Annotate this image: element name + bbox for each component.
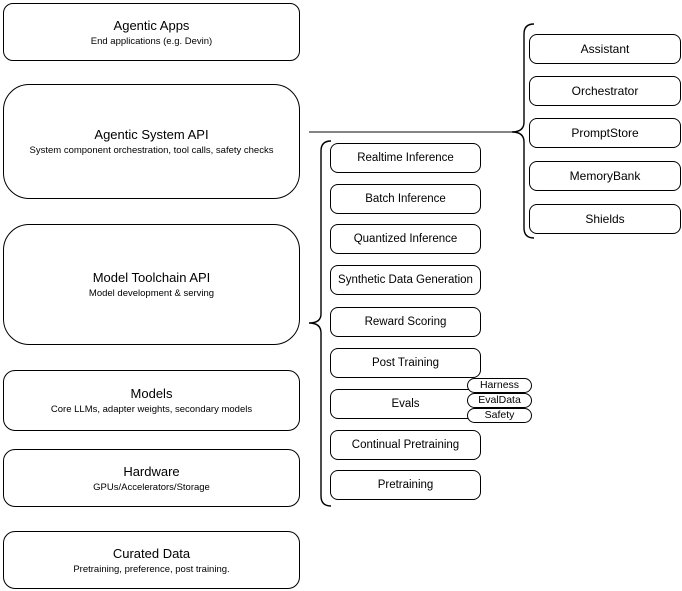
toolchain-item-synthetic-data-generation: Synthetic Data Generation — [330, 265, 481, 295]
toolchain-item-label: Quantized Inference — [353, 233, 458, 245]
toolchain-group-brace — [308, 140, 332, 507]
toolchain-item-quantized-inference: Quantized Inference — [330, 224, 481, 254]
component-promptstore: PromptStore — [529, 118, 681, 148]
component-label: PromptStore — [571, 126, 639, 140]
toolchain-item-post-training: Post Training — [330, 348, 481, 378]
component-shields: Shields — [529, 204, 681, 234]
eval-tag-label: EvalData — [478, 394, 521, 406]
component-label: MemoryBank — [569, 169, 641, 183]
eval-tag-harness: Harness — [467, 378, 532, 393]
toolchain-item-batch-inference: Batch Inference — [330, 184, 481, 214]
component-label: Shields — [585, 212, 625, 226]
box-subtitle: System component orchestration, tool cal… — [29, 145, 274, 156]
toolchain-item-label: Post Training — [371, 357, 440, 369]
toolchain-item-label: Reward Scoring — [364, 316, 447, 328]
toolchain-item-label: Pretraining — [377, 479, 434, 491]
box-subtitle: Pretraining, preference, post training. — [73, 563, 230, 575]
component-assistant: Assistant — [529, 34, 681, 64]
box-subtitle: End applications (e.g. Devin) — [90, 35, 213, 47]
box-hardware: Hardware GPUs/Accelerators/Storage — [3, 449, 300, 507]
toolchain-item-label: Batch Inference — [365, 193, 446, 205]
eval-tag-label: Harness — [479, 379, 520, 391]
box-title: Agentic Apps — [113, 17, 190, 33]
box-agentic-apps: Agentic Apps End applications (e.g. Devi… — [3, 3, 300, 61]
eval-tag-safety: Safety — [467, 408, 532, 423]
box-title: Models — [130, 386, 173, 401]
toolchain-item-label: Realtime Inference — [357, 152, 454, 164]
box-subtitle: Model development & serving — [88, 288, 215, 299]
toolchain-item-evals: Evals — [330, 389, 481, 419]
box-title: Hardware — [123, 463, 180, 479]
toolchain-item-label: Continual Pretraining — [351, 439, 460, 451]
box-subtitle: Core LLMs, adapter weights, secondary mo… — [50, 404, 253, 415]
toolchain-item-label: Synthetic Data Generation — [338, 274, 473, 286]
component-label: Assistant — [580, 42, 630, 56]
toolchain-item-reward-scoring: Reward Scoring — [330, 307, 481, 337]
box-models: Models Core LLMs, adapter weights, secon… — [3, 370, 300, 431]
eval-tag-label: Safety — [484, 409, 515, 421]
toolchain-item-label: Evals — [391, 398, 420, 410]
box-subtitle: GPUs/Accelerators/Storage — [93, 481, 210, 493]
component-label: Orchestrator — [571, 84, 639, 98]
box-curated-data: Curated Data Pretraining, preference, po… — [3, 531, 300, 589]
box-title: Curated Data — [112, 545, 191, 561]
box-title: Model Toolchain API — [92, 270, 211, 285]
toolchain-item-realtime-inference: Realtime Inference — [330, 143, 481, 173]
components-group-brace — [511, 23, 535, 239]
component-memorybank: MemoryBank — [529, 161, 681, 191]
eval-tag-evaldata: EvalData — [467, 393, 532, 408]
toolchain-item-pretraining: Pretraining — [330, 470, 481, 500]
toolchain-item-continual-pretraining: Continual Pretraining — [330, 430, 481, 460]
box-model-toolchain-api: Model Toolchain API Model development & … — [3, 224, 300, 345]
component-orchestrator: Orchestrator — [529, 76, 681, 106]
box-title: Agentic System API — [94, 127, 209, 142]
box-agentic-system-api: Agentic System API System component orch… — [3, 84, 300, 199]
